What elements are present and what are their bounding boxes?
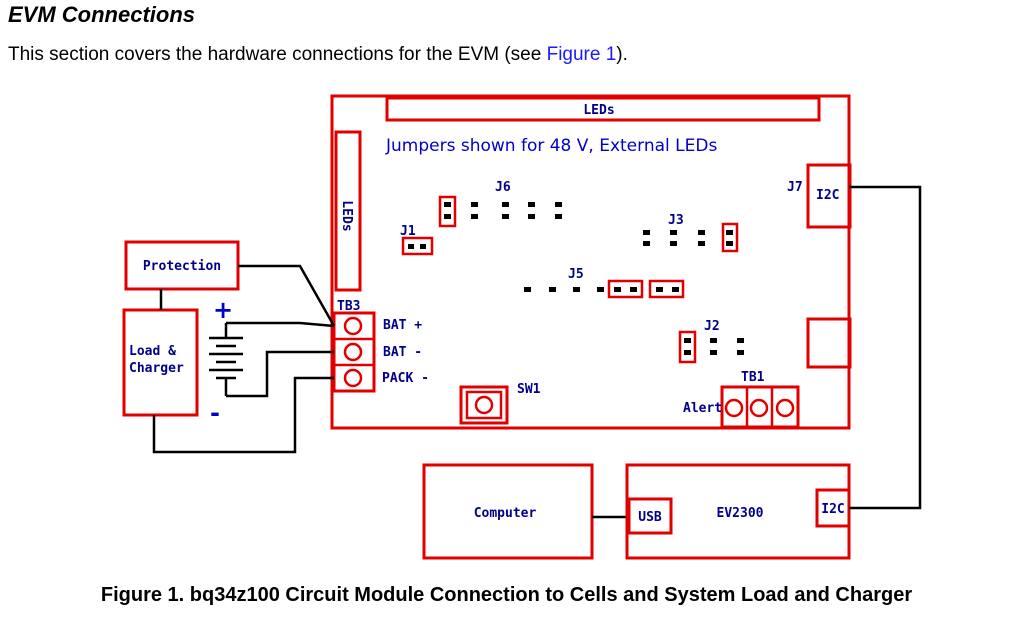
j3-label: J3	[668, 213, 684, 228]
jumper-note: Jumpers shown for 48 V, External LEDs	[385, 136, 717, 156]
pack-minus-label: PACK -	[382, 371, 429, 386]
battery-wires	[152, 264, 336, 454]
connection-diagram: LEDs LEDs Jumpers shown for 48 V, Extern…	[122, 94, 922, 560]
computer-label: Computer	[474, 506, 537, 521]
minus-sign: -	[210, 399, 220, 427]
i2c-cable	[849, 185, 922, 510]
alert-label: Alert	[683, 401, 722, 416]
j7-label: J7	[787, 180, 803, 195]
j1-label: J1	[400, 224, 416, 239]
load-charger-label-2: Charger	[129, 361, 184, 376]
usb-port	[627, 497, 673, 535]
j3-pins	[643, 230, 733, 246]
j1-jumper	[401, 236, 434, 256]
tb1-label: TB1	[741, 370, 765, 385]
j2-pins	[684, 338, 744, 355]
section-heading: EVM Connections	[8, 2, 196, 27]
ev2300-label: EV2300	[717, 506, 764, 521]
sw1-label: SW1	[517, 382, 541, 397]
ev-i2c-label: I2C	[821, 502, 844, 517]
j5-label: J5	[568, 267, 584, 282]
intro-text-before: This section covers the hardware connect…	[8, 44, 547, 65]
intro-text-after: ).	[616, 44, 628, 65]
usb-label: USB	[638, 510, 662, 525]
bat-plus-label: BAT +	[383, 318, 422, 333]
tb3-terminal-1	[343, 316, 363, 336]
j7-i2c-label: I2C	[816, 188, 839, 203]
figure-link[interactable]: Figure 1	[546, 44, 617, 65]
tb3-label: TB3	[337, 299, 360, 314]
computer-box	[422, 463, 594, 560]
j1-pins	[408, 244, 426, 249]
protection-label: Protection	[143, 259, 221, 274]
leds-side-bar	[334, 130, 362, 292]
evm-board	[330, 94, 851, 430]
j7-connector	[806, 163, 852, 229]
bat-minus-label: BAT -	[383, 345, 422, 360]
leds-top-label: LEDs	[583, 103, 614, 118]
j3-jumper	[721, 222, 739, 253]
sw1-button	[459, 385, 509, 425]
leds-top-bar	[385, 96, 821, 122]
load-charger-label-1: Load &	[129, 344, 176, 359]
j6-jumper	[438, 195, 457, 228]
battery-icon	[209, 323, 243, 396]
j2-label: J2	[704, 319, 720, 334]
right-connector	[806, 317, 852, 369]
tb3-terminal-2	[343, 342, 363, 362]
tb3-terminal-3	[343, 368, 363, 388]
intro-paragraph: This section covers the hardware connect…	[8, 44, 628, 66]
tb3-block	[332, 311, 376, 393]
figure-caption: Figure 1. bq34z100 Circuit Module Connec…	[100, 584, 913, 606]
j6-label: J6	[495, 180, 511, 195]
leds-side-label: LEDs	[339, 200, 354, 231]
j5-pins	[524, 287, 679, 292]
j5-jumper-a	[607, 279, 644, 299]
j5-jumper-b	[648, 279, 685, 299]
j6-pins	[444, 202, 562, 219]
tb1-block	[720, 385, 800, 429]
plus-sign: +	[213, 296, 233, 324]
j2-jumper	[678, 330, 697, 364]
